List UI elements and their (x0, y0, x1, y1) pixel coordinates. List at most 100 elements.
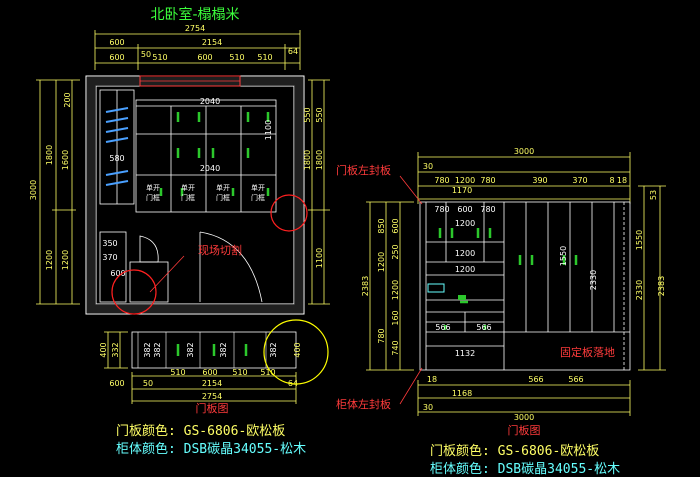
svg-text:门框: 门框 (251, 193, 265, 202)
elev-bdim-600: 600 (202, 368, 217, 377)
door-label-4: 单开 (251, 183, 265, 192)
left-wardrobe (99, 89, 277, 213)
left-desk-area (99, 231, 263, 303)
left-inner-580: 580 (109, 154, 124, 163)
right-ldim-2383: 2383 (361, 276, 370, 296)
left-top-dim-r3-50: 50 (141, 50, 151, 59)
right-top-r4-780a: 780 (434, 205, 449, 214)
right-plan-right-dims (638, 185, 666, 371)
right-top-18: 18 (617, 176, 627, 185)
left-top-dim-2154: 2154 (202, 38, 222, 47)
right-ldim-1200: 1200 (377, 252, 386, 272)
elev-bdim-510a: 510 (170, 368, 185, 377)
left-dim-3000: 3000 (29, 180, 38, 200)
elev-panel-382-3: 382 (186, 342, 195, 357)
door-label-3: 单开 (216, 183, 230, 192)
left-rdim-550b: 550 (315, 107, 324, 122)
right-top-r4-600: 600 (457, 205, 472, 214)
right-top-8: 8 (609, 176, 614, 185)
right-top-370: 370 (572, 176, 587, 185)
elev-bdim-50: 50 (143, 379, 153, 388)
left-inner-600: 600 (110, 269, 125, 278)
door-label-2: 单开 (181, 183, 195, 192)
right-rdim-1550: 1550 (635, 230, 644, 250)
elev-bdim-total: 2754 (202, 392, 222, 401)
left-rdim-1100: 1100 (315, 248, 324, 268)
left-door-labels: 单开 门框 单开 门框 单开 门框 单开 门框 (146, 183, 265, 202)
elev-panel-382-1: 382 (143, 342, 152, 357)
right-bdim-1168: 1168 (452, 389, 472, 398)
left-plan (94, 30, 301, 70)
right-handles (438, 228, 578, 330)
elev-left-dim-400: 400 (99, 342, 108, 357)
circle-highlight-bottom-left (111, 269, 157, 315)
left-top-dim-overall: 2754 (185, 24, 205, 33)
elev-bdim-r2-600: 600 (109, 379, 124, 388)
elev-left-dim-332: 332 (111, 342, 120, 357)
right-plan-top-dims (417, 152, 631, 204)
note-fixed-floor: 固定板落地 (560, 345, 615, 359)
control-panel-box (427, 283, 445, 293)
right-inner-566a: 566 (435, 323, 450, 332)
left-side-dims (36, 79, 80, 305)
elev-caption-right: 门板图 (508, 423, 541, 437)
left-top-dim-r3-510c: 510 (257, 53, 272, 62)
right-plan-left-dims (366, 201, 414, 371)
right-rdim-2383: 2383 (657, 276, 666, 296)
right-top-780b: 780 (480, 176, 495, 185)
note-body-left-seal-leader (399, 367, 423, 405)
elev-panel-382-5: 382 (269, 342, 278, 357)
right-cabinet (419, 201, 631, 371)
legend-left-body-color: 柜体颜色: DSB碳晶34055-松木 (116, 442, 307, 457)
left-inner-1100: 1100 (264, 120, 273, 140)
left-inner-350: 350 (102, 239, 117, 248)
left-rdim-1800b: 1800 (315, 150, 324, 170)
left-inner-370: 370 (102, 253, 117, 262)
right-inner-566b: 566 (476, 323, 491, 332)
right-ldim-160: 160 (391, 310, 400, 325)
note-body-left-seal: 柜体左封板 (336, 397, 391, 411)
right-ldim-600: 600 (391, 218, 400, 233)
right-bdim-3000: 3000 (514, 413, 534, 422)
left-top-dim-64: 64 (288, 47, 298, 56)
door-label-1: 单开 (146, 183, 160, 192)
left-inner-2040-b: 2040 (200, 164, 220, 173)
left-dim-1200b: 1200 (61, 250, 70, 270)
right-plan-bottom-dims (417, 380, 631, 416)
circle-highlight-yellow (263, 319, 329, 385)
left-top-dim-r3-600a: 600 (109, 53, 124, 62)
circle-highlight-top-right (270, 194, 308, 232)
elev-bdim-510b: 510 (232, 368, 247, 377)
left-handles (159, 112, 270, 196)
elev-panel-382-4: 382 (219, 342, 228, 357)
drawing-title: 北卧室-榻榻米 (150, 6, 239, 23)
right-rdim-2330: 2330 (635, 280, 644, 300)
right-bdim-566b: 566 (568, 375, 583, 384)
right-top-30: 30 (423, 162, 433, 171)
note-door-left-seal-leader (399, 175, 423, 205)
svg-text:门框: 门框 (216, 193, 230, 202)
right-bdim-18: 18 (427, 375, 437, 384)
note-cut-on-site: 现场切割 (198, 243, 242, 257)
right-bdim-30: 30 (423, 403, 433, 412)
left-top-dim-600: 600 (109, 38, 124, 47)
left-top-dim-r3-600b: 600 (197, 53, 212, 62)
left-dim-1600: 1600 (61, 150, 70, 170)
svg-text:门框: 门框 (146, 193, 160, 202)
left-elevation (104, 331, 297, 404)
right-bdim-566a: 566 (528, 375, 543, 384)
left-dim-200: 200 (63, 92, 72, 107)
right-inner-2330: 2330 (589, 270, 598, 290)
legend-left-door-color: 门板颜色: GS-6806-欧松板 (116, 424, 286, 439)
right-ldim-700: 1200 (391, 280, 400, 300)
right-top-780a: 780 (434, 176, 449, 185)
right-top-r4-780b: 780 (480, 205, 495, 214)
right-top-1170: 1170 (452, 186, 472, 195)
elev-bdim-r2-2154: 2154 (202, 379, 222, 388)
left-top-dim-r3-510b: 510 (229, 53, 244, 62)
right-inner-1200c: 1200 (455, 265, 475, 274)
elev-right-dim-400: 400 (293, 342, 302, 357)
right-ldim-780: 780 (377, 328, 386, 343)
right-top-390: 390 (532, 176, 547, 185)
legend-right-door-color: 门板颜色: GS-6806-欧松板 (430, 444, 600, 459)
